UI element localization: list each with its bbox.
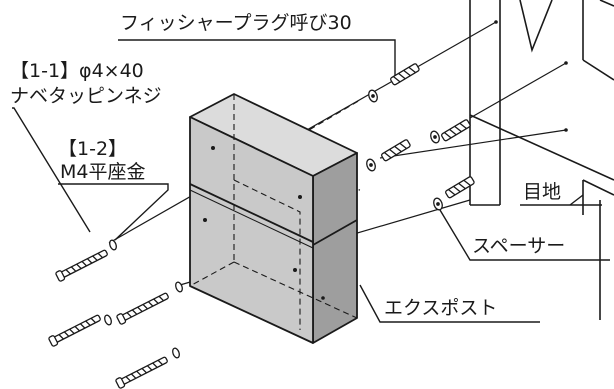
post-label: エクスポスト: [384, 297, 498, 319]
screw-4: [115, 356, 168, 389]
plug-label: フィッシャープラグ呼び30: [120, 12, 352, 34]
plug-1: [390, 63, 420, 86]
wall-structure: [469, 0, 614, 320]
leader-lines: [12, 39, 610, 323]
spacers: [366, 89, 443, 211]
screw-1: [55, 249, 108, 282]
box-holes: [203, 146, 325, 300]
screw-name-label: ナベタッピンネジ: [10, 85, 162, 107]
washer-spec-label: 【1-2】: [58, 138, 128, 160]
screws: [48, 249, 169, 389]
washers: [104, 239, 183, 359]
screw-spec-label: 【1-1】φ4×40: [10, 60, 144, 82]
post-box-hidden-edges: [189, 94, 358, 330]
plug-4: [445, 176, 475, 199]
joint-label: 目地: [523, 181, 562, 203]
fischer-plugs: [381, 63, 475, 199]
spacer-label: スペーサー: [472, 235, 566, 257]
washer-name-label: M4平座金: [60, 161, 146, 183]
post-box: [189, 93, 358, 344]
plug-2: [441, 119, 471, 142]
wall-holes: [494, 20, 568, 132]
plug-3: [381, 139, 411, 162]
screw-2: [116, 292, 169, 325]
screw-3: [48, 314, 101, 347]
